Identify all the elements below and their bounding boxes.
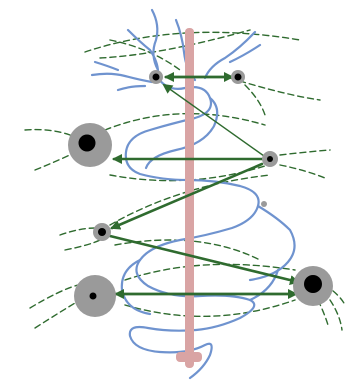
river-tributary [228,43,262,64]
dashed-arc [24,128,71,136]
river-tributary [126,28,160,74]
vertical-axis [176,28,202,368]
river-meander [144,96,219,170]
node-lower-left-small [93,223,111,241]
dashed-arc [124,299,296,318]
arrow-diagonal-down-left [110,162,264,230]
nodes-layer [68,70,333,317]
node-mid-right [262,151,278,167]
dashed-arc [279,164,326,179]
dashed-arc [64,239,101,251]
dashed-arc [59,227,96,236]
node-top-right [231,70,245,84]
river-meander [248,204,296,282]
vertical-axis-base [176,352,202,362]
river-meander [248,268,280,302]
river-tributary [150,8,160,72]
node-center-dot [261,201,267,207]
river-tributary [116,84,147,92]
river-tributary [90,72,154,84]
river-tributary [203,30,257,80]
river-tributary [93,60,120,72]
dashed-arc [279,149,331,156]
dashed-arc [104,112,266,131]
node-top-left [149,70,163,84]
dashed-arc [124,263,296,281]
dashed-arcs-layer [24,29,346,331]
dashed-arc [244,84,266,116]
vertical-axis-bar [185,28,194,368]
dashed-arc [29,284,79,309]
arrows-layer [108,72,300,299]
node-mid-left-large [68,123,112,167]
dashed-arc [109,39,181,71]
arrow-diagonal-down-right [108,234,300,285]
node-bottom-right-large [293,266,333,306]
arrow-diagonal-up [162,83,265,157]
dashed-arc [329,299,343,331]
dashed-arc [34,299,81,329]
node-bottom-left-large [74,275,116,317]
dashed-arc [99,29,251,59]
